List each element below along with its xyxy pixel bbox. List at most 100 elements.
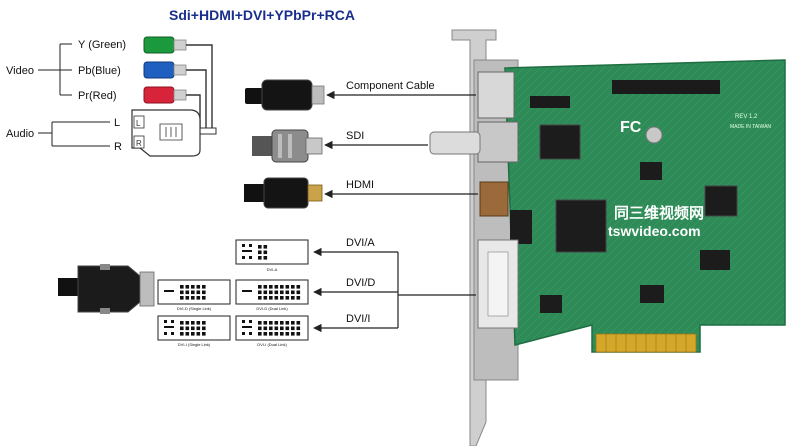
- dvi-d-single-diagram: DVI-D (Single Link): [157, 279, 231, 311]
- chip-upper: [539, 124, 581, 160]
- dvi-analog-pin: [249, 320, 252, 323]
- dvi-d-dual-caption: DVI-D (Dual Link): [256, 306, 288, 311]
- dvi-pin: [185, 326, 190, 331]
- dvi-blade-pin: [164, 290, 174, 292]
- dvi-pin: [180, 326, 184, 331]
- dvi-pin: [291, 290, 295, 295]
- dvi-i-dual-caption: DVI-I (Dual Link): [257, 342, 287, 347]
- dvi-pin: [196, 332, 201, 336]
- dvi-analog-pin: [242, 256, 245, 259]
- dvi-pin: [285, 326, 290, 331]
- audio-label: Audio: [6, 128, 34, 140]
- dvi-a-caption: DVI-A: [267, 267, 278, 272]
- dvi-pin: [180, 332, 184, 336]
- video-label: Video: [6, 65, 34, 77]
- dvi-pin: [274, 285, 279, 289]
- dvi-pin: [191, 290, 195, 295]
- dvi-pin: [280, 296, 284, 300]
- dvi-pin: [202, 321, 206, 325]
- dvi-pin: [185, 290, 190, 295]
- dvi-pin: [191, 326, 195, 331]
- watermark-cn: 同三维视频网: [614, 204, 704, 222]
- dvi-pin: [263, 250, 268, 255]
- dvi-pin: [291, 285, 295, 289]
- dvi-analog-pin: [249, 244, 252, 247]
- dvi-pin: [269, 290, 273, 295]
- dvi-pin: [191, 296, 195, 300]
- dvi-pin: [274, 296, 279, 300]
- dvi-pin: [296, 296, 301, 300]
- dvi-blade-pin: [242, 290, 252, 292]
- sdi-label: SDI: [346, 130, 364, 142]
- dvi-pin: [196, 285, 201, 289]
- dvi-pin: [291, 332, 295, 336]
- dvi-pin: [258, 245, 262, 249]
- hdmi-plug: [244, 177, 323, 209]
- dvi-pin: [269, 285, 273, 289]
- dvi-pin: [274, 326, 279, 331]
- chip-right: [704, 185, 738, 217]
- dvi-pin: [263, 332, 268, 336]
- dvi-pin: [263, 285, 268, 289]
- dvi-pin: [263, 296, 268, 300]
- dvi-pin: [263, 290, 268, 295]
- sdi-bnc-barrel: [429, 131, 481, 155]
- channel-y-label: Y (Green): [78, 39, 126, 51]
- chip-lower-center: [640, 285, 664, 303]
- dvi-pin: [291, 296, 295, 300]
- dvi-pin: [196, 296, 201, 300]
- dvi-pin: [269, 332, 273, 336]
- pin-header-small: [530, 96, 570, 108]
- audio-r-label: R: [114, 141, 122, 153]
- dvi-pin: [191, 332, 195, 336]
- dvi-analog-pin: [249, 256, 252, 259]
- dvi-pin: [185, 321, 190, 325]
- audio-plug-l-mark: L: [136, 119, 141, 128]
- chip-center: [640, 162, 662, 180]
- dvi-pin: [180, 296, 184, 300]
- dvi-pin: [285, 290, 290, 295]
- board-made-in: MADE IN TAIWAN: [730, 124, 771, 130]
- chip-lower-right: [700, 250, 730, 270]
- crystal-oscillator: [645, 126, 663, 144]
- dvi-pin: [191, 285, 195, 289]
- diagram-title: Sdi+HDMI+DVI+YPbPr+RCA: [169, 7, 355, 23]
- component-plug: [245, 79, 325, 111]
- dvi-pin: [285, 296, 290, 300]
- channel-pr-label: Pr(Red): [78, 90, 117, 102]
- dvi-pin: [258, 321, 262, 325]
- watermark-url: tswvideo.com: [608, 223, 701, 239]
- dvi-pin: [285, 285, 290, 289]
- dvi-pin: [202, 326, 206, 331]
- hdmi-label: HDMI: [346, 179, 374, 191]
- dvi-pin: [263, 326, 268, 331]
- rca-plug-blue: [143, 61, 187, 79]
- dvi-pin: [280, 332, 284, 336]
- dvi-a-label: DVI/A: [346, 237, 375, 249]
- hdmi-port: [479, 181, 509, 217]
- dvi-pin: [258, 285, 262, 289]
- dvi-i-dual-diagram: DVI-I (Dual Link): [235, 315, 309, 347]
- dvi-pin: [258, 290, 262, 295]
- dvi-blade-pin: [242, 250, 252, 252]
- chip-left: [510, 210, 532, 244]
- capture-card-board: FC REV 1.2 MADE IN TAIWAN: [504, 59, 786, 353]
- pin-header: [612, 80, 720, 94]
- fc-mark: FC: [620, 119, 642, 136]
- pcie-gold-fingers: [595, 333, 697, 353]
- dvi-pin: [263, 245, 268, 249]
- dvi-pin: [258, 256, 262, 260]
- dvi-pin: [285, 332, 290, 336]
- dvi-d-label: DVI/D: [346, 277, 375, 289]
- dvi-pin: [258, 326, 262, 331]
- dvi-pin: [196, 290, 201, 295]
- dvi-pin: [291, 326, 295, 331]
- sdi-port-body: [477, 121, 519, 163]
- dvi-pin: [263, 321, 268, 325]
- dvi-pin: [180, 321, 184, 325]
- dvi-connector-lines: [397, 252, 476, 328]
- dvi-pin: [269, 296, 273, 300]
- dvi-pin-patterns: [164, 244, 301, 336]
- dvi-pin: [269, 326, 273, 331]
- chip-bottom-left: [540, 295, 562, 313]
